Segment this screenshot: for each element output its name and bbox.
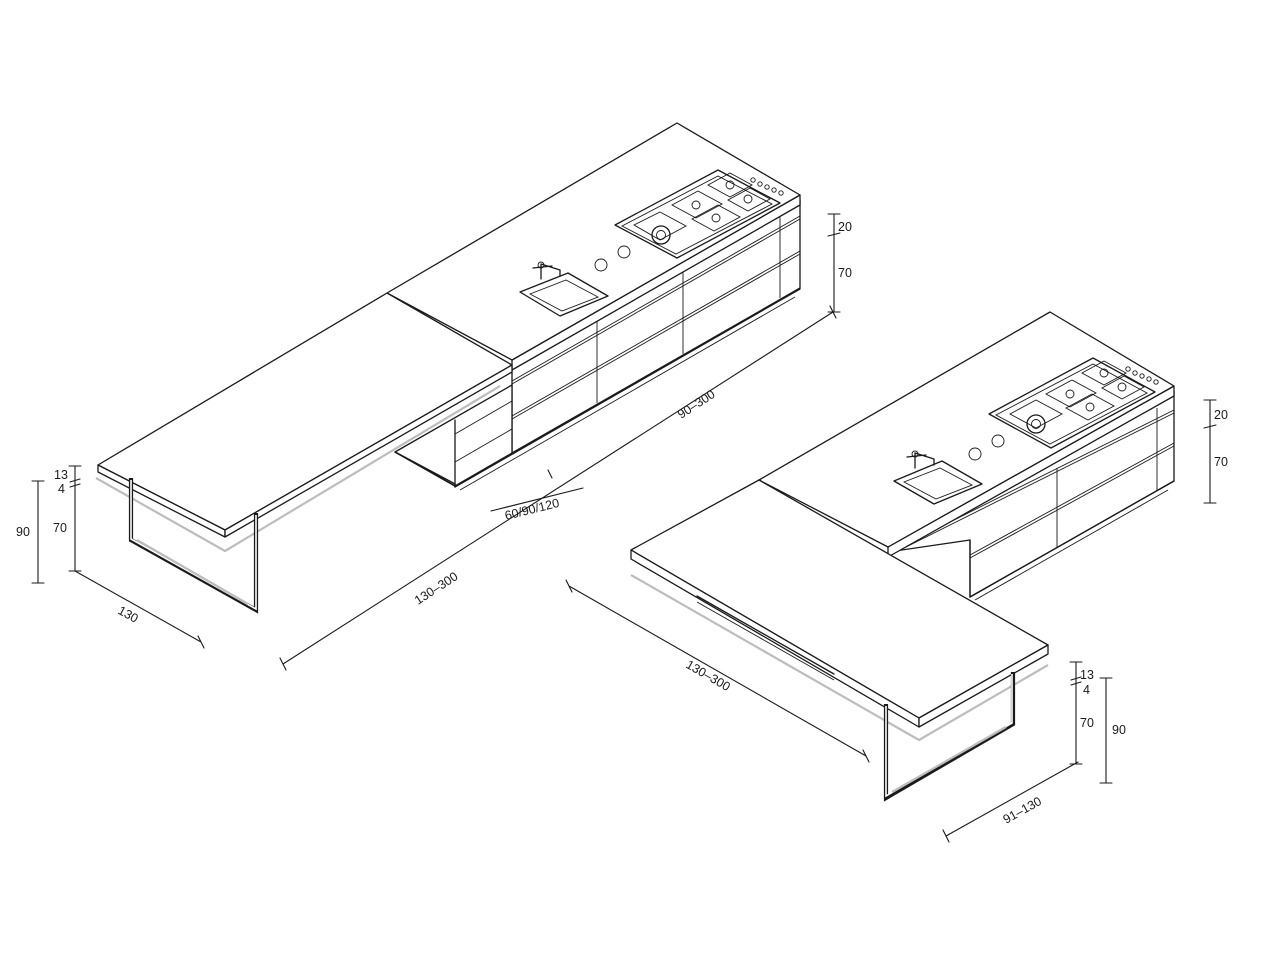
left-dim-depth: 130 [116, 603, 141, 625]
right-dim-total-height: 90 [1112, 723, 1126, 737]
right-table [630, 479, 1049, 802]
left-dim-total-height: 90 [16, 525, 30, 539]
right-dimensions [565, 399, 1217, 843]
left-dim-unit-length: 90–300 [675, 387, 718, 421]
left-dim-drawer-width: 60/90/120 [503, 496, 560, 523]
left-dim-table-length: 130–300 [412, 569, 460, 607]
right-dim-cabinet: 70 [1214, 455, 1228, 469]
left-dim-worktop: 20 [838, 220, 852, 234]
left-cabinet [394, 194, 801, 491]
right-dim-depth: 91–130 [1001, 794, 1044, 826]
right-island: 20 70 130–300 13 4 70 90 91–130 [565, 311, 1228, 843]
left-dim-cabinet: 70 [838, 266, 852, 280]
left-dim-leg-height: 70 [53, 521, 67, 535]
left-table [95, 292, 513, 614]
left-dimensions [31, 213, 841, 671]
right-dim-leg-gap: 4 [1083, 683, 1090, 697]
left-dim-leg-gap: 4 [58, 482, 65, 496]
right-dim-leg-height: 70 [1080, 716, 1094, 730]
right-dim-worktop: 20 [1214, 408, 1228, 422]
right-cooktop [968, 357, 1159, 461]
left-sink [519, 261, 609, 317]
left-dim-leg-top: 13 [54, 468, 68, 482]
right-cabinet [887, 385, 1175, 601]
right-sink [893, 450, 983, 505]
left-cooktop [594, 169, 784, 272]
left-island: 13 4 70 90 130 130–300 60/90/120 90–300 … [16, 122, 852, 671]
right-dim-leg-top: 13 [1080, 668, 1094, 682]
